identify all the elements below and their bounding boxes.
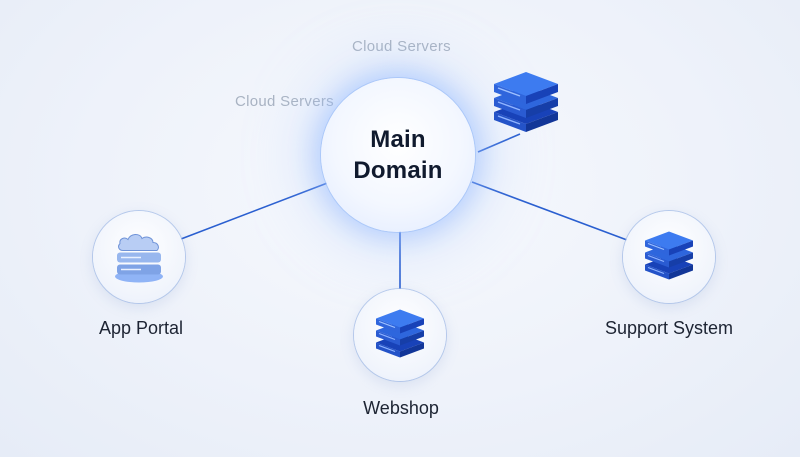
main-domain-hub[interactable]: Main Domain (321, 78, 475, 232)
caption-cloud-servers-left: Cloud Servers (235, 93, 334, 110)
webshop-label: Webshop (363, 398, 439, 418)
server-stack-icon (490, 66, 562, 143)
hub-title-line1: Main (370, 126, 426, 153)
cloud-stack-icon (109, 223, 169, 292)
caption-cloud-servers-top: Cloud Servers (352, 38, 451, 55)
support-system-label: Support System (604, 318, 734, 338)
app-portal-node[interactable] (93, 211, 185, 303)
link-hub-to-support-system (471, 181, 628, 241)
app-portal-label: App Portal (98, 318, 184, 338)
support-system-node[interactable] (623, 211, 715, 303)
webshop-node[interactable] (354, 289, 446, 381)
server-stack-icon (370, 303, 430, 368)
server-stack-icon (639, 225, 699, 290)
link-hub-to-floating-server (477, 133, 521, 153)
hub-title-line2: Domain (353, 157, 443, 184)
link-hub-to-app-portal (180, 181, 331, 240)
